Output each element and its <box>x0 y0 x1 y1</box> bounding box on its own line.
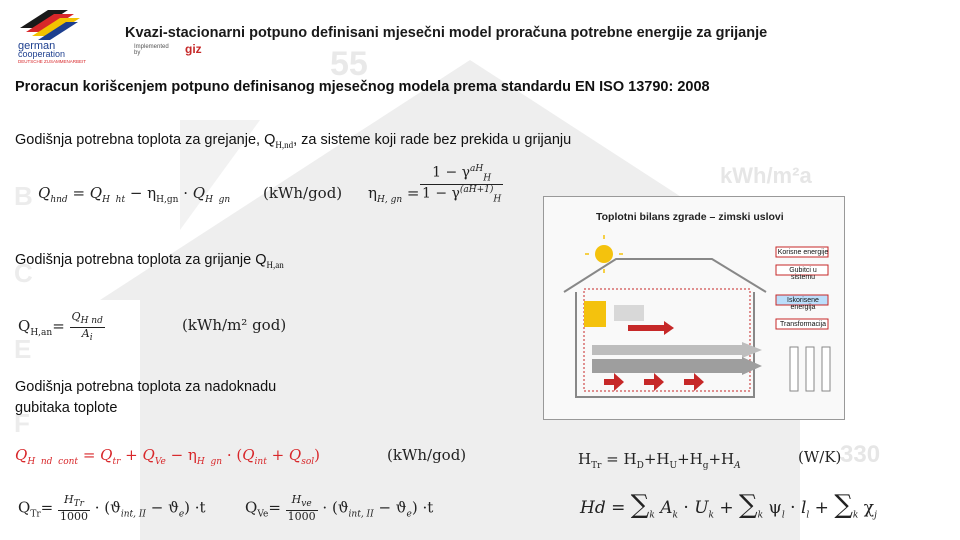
legend-gubitci: Gubitci u sistemu <box>789 267 817 281</box>
boiler-arrow-1 <box>604 373 624 391</box>
sun-rays-icon <box>585 235 623 273</box>
legend-korisne-energije: Korisne energije <box>777 249 829 256</box>
logo-line2: cooperation <box>18 49 66 59</box>
section2-label: Godišnja potrebna toplota za grijanje Q <box>15 252 267 268</box>
formula-hd: Hd = ∑k Ak · Uk + ∑k ψl · ll + ∑k χj <box>580 490 877 521</box>
svg-text:B: B <box>14 181 33 211</box>
unit-w-k: (W/K) <box>798 448 842 466</box>
solar-gains-block <box>584 301 606 327</box>
house-walls <box>575 292 755 398</box>
gain-arrow <box>628 321 674 335</box>
legend-transformacija: Transformacija <box>779 321 827 328</box>
svg-text:E: E <box>14 334 31 364</box>
logo-line1: german <box>18 40 56 52</box>
section1-label: Godišnja potrebna toplota za grejanje, Q <box>15 132 276 148</box>
svg-text:kWh/m²a: kWh/m²a <box>720 163 812 188</box>
sun-icon <box>595 245 613 263</box>
svg-text:55: 55 <box>330 45 368 83</box>
section1-sub: H,nd <box>275 139 294 150</box>
svg-text:F: F <box>14 408 30 438</box>
svg-text:C: C <box>14 258 33 288</box>
logo-graphic <box>20 10 80 40</box>
formula-eta: ηH, gn = <box>368 184 420 205</box>
legend-iskorisene: Iskorisene energija <box>787 297 819 311</box>
formula-qhnd: Qhnd = QH ht − ηH,gn · QH gn <box>38 184 231 205</box>
unit-kwh-m2-god: (kWh/m² god) <box>182 316 287 334</box>
house-roof <box>563 258 767 293</box>
formula-qh-nd-cont: QH nd cont = Qtr + QVe − ηH gn · (Qint +… <box>15 446 321 467</box>
implemented-by-label: Implemented by <box>134 44 169 56</box>
diagram-graphic <box>563 235 831 398</box>
unit-kwh-god-1: (kWh/god) <box>263 184 343 202</box>
boiler-arrow-2 <box>644 373 664 391</box>
section2-sub: H,an <box>266 259 284 270</box>
ventilation-flow <box>592 359 742 373</box>
section3-text-line1: Godišnja potrebna toplota za nadoknadu <box>15 379 277 395</box>
transmission-flow <box>592 345 742 355</box>
svg-text:330: 330 <box>840 441 880 468</box>
unit-kwh-god-2: (kWh/god) <box>387 446 467 464</box>
section1-text: Godišnja potrebna toplota za grejanje, Q… <box>15 132 571 150</box>
section2-text: Godišnja potrebna toplota za grijanje QH… <box>15 252 284 270</box>
giz-logo: giz <box>185 42 202 56</box>
logo-line3: DEUTSCHE ZUSAMMENARBEIT <box>18 59 87 64</box>
boiler-arrow-3 <box>684 373 704 391</box>
heat-balance-diagram: Toplotni bilans zgrade – zimski uslovi <box>543 196 845 420</box>
formula-htr: HTr = HD+HU+Hg+HA <box>578 450 741 471</box>
section3-text-line2: gubitaka toplote <box>15 400 118 416</box>
thermal-envelope <box>583 288 751 392</box>
section1-label-rest: , za sisteme koji rade bez prekida u gri… <box>293 132 572 148</box>
internal-gains-block <box>614 305 644 321</box>
german-cooperation-logo: german cooperation DEUTSCHE ZUSAMMENARBE… <box>8 6 169 64</box>
diagram-title: Toplotni bilans zgrade – zimski uslovi <box>596 211 784 223</box>
page-subtitle: Proracun korišcenjem potpuno definisanog… <box>15 79 710 95</box>
page-title: Kvazi-stacionarni potpuno definisani mje… <box>125 25 768 41</box>
